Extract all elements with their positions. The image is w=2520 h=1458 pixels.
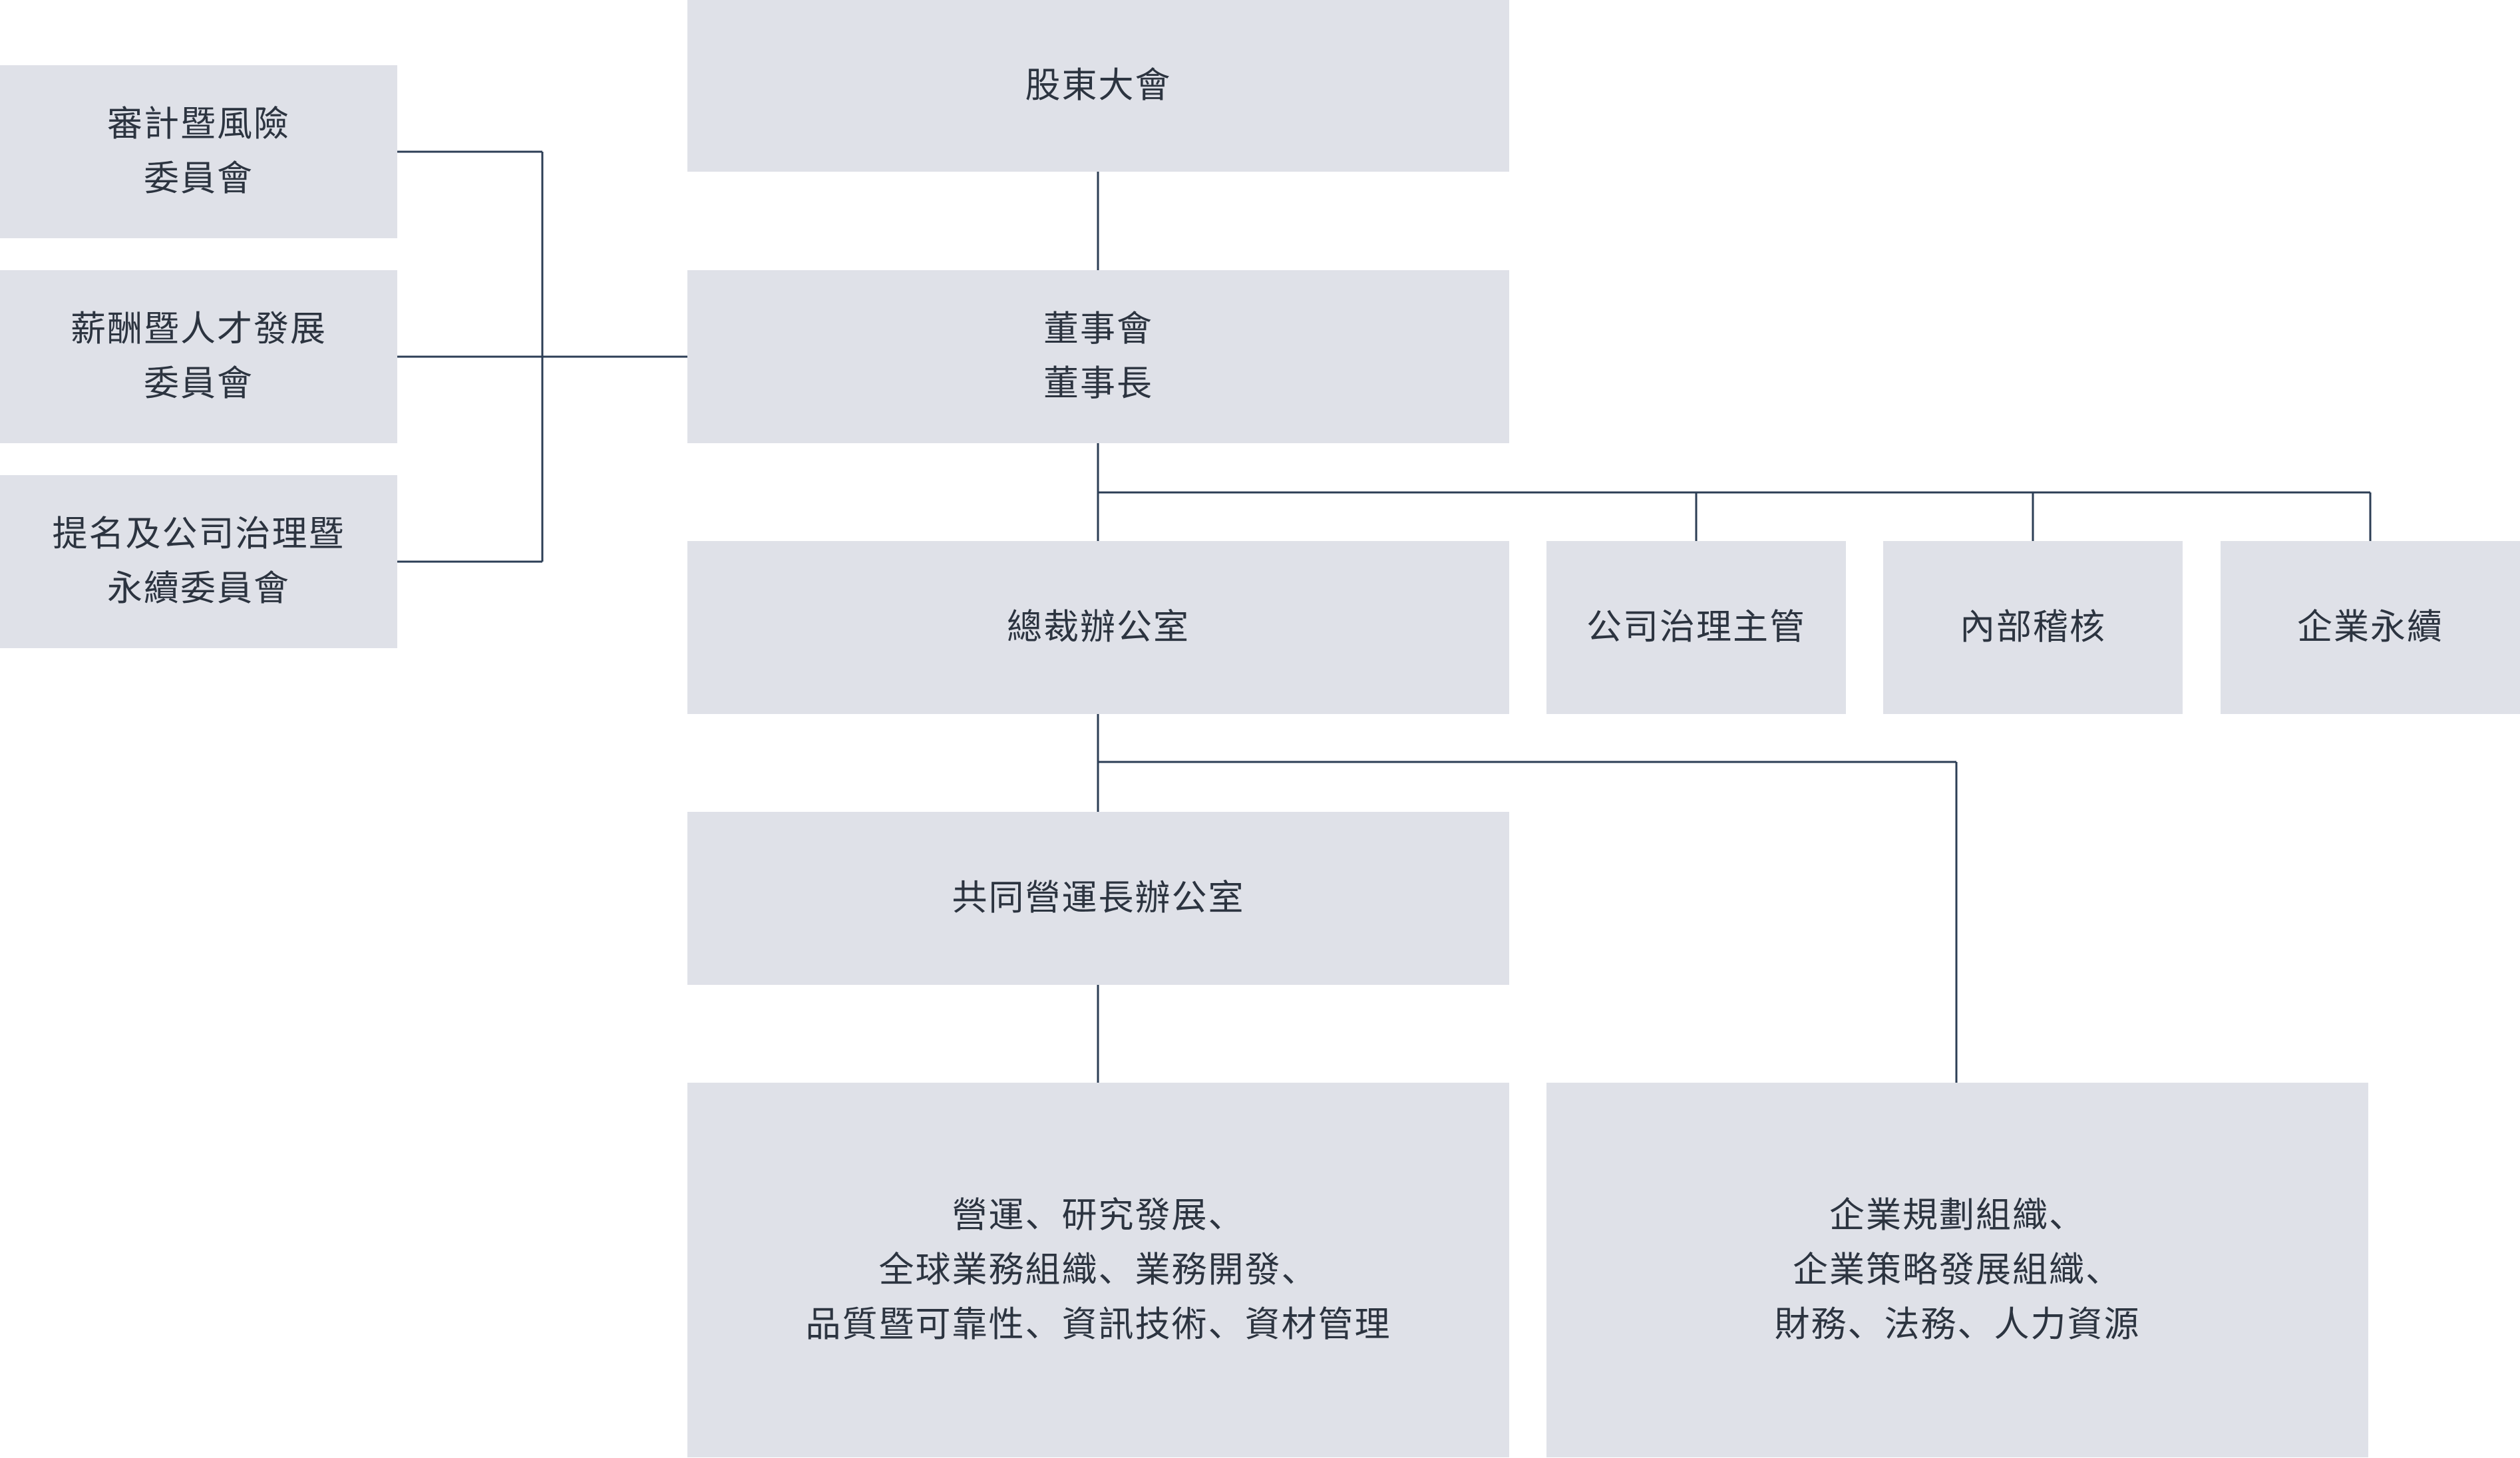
node-label: 委員會 (144, 158, 254, 199)
node-corporate-group: 企業規劃組織、 企業策略發展組織、 財務、法務、人力資源 (1546, 1083, 2368, 1457)
node-operations-group: 營運、研究發展、 全球業務組織、業務開發、 品質暨可靠性、資訊技術、資材管理 (687, 1083, 1509, 1457)
node-label: 企業策略發展組織、 (1793, 1249, 2122, 1290)
node-label: 薪酬暨人才發展 (71, 309, 327, 349)
node-label: 審計暨風險 (107, 104, 290, 144)
node-label: 企業規劃組織、 (1829, 1194, 2085, 1236)
node-label: 企業永續 (2297, 607, 2443, 647)
node-compensation-committee: 薪酬暨人才發展 委員會 (0, 270, 397, 443)
node-label: 董事會 (1043, 309, 1153, 349)
node-shareholders-meeting: 股東大會 (687, 0, 1509, 172)
node-nomination-governance-committee: 提名及公司治理暨 永續委員會 (0, 475, 397, 648)
node-audit-risk-committee: 審計暨風險 委員會 (0, 65, 397, 238)
node-president-office: 總裁辦公室 (687, 541, 1509, 714)
node-label: 全球業務組織、業務開發、 (878, 1249, 1318, 1290)
node-corporate-sustainability: 企業永續 (2221, 541, 2520, 714)
node-label: 公司治理主管 (1586, 607, 1806, 647)
node-label: 永續委員會 (107, 568, 290, 609)
node-board-of-directors: 董事會 董事長 (687, 270, 1509, 443)
node-governance-officer: 公司治理主管 (1546, 541, 1846, 714)
node-label: 內部稽核 (1960, 607, 2106, 647)
node-label: 提名及公司治理暨 (52, 514, 345, 554)
node-label: 委員會 (144, 363, 254, 404)
node-label: 股東大會 (1025, 65, 1172, 106)
node-label: 營運、研究發展、 (952, 1194, 1245, 1236)
node-label: 品質暨可靠性、資訊技術、資材管理 (805, 1304, 1391, 1345)
node-label: 董事長 (1043, 363, 1153, 404)
node-label: 共同營運長辦公室 (952, 878, 1245, 918)
node-co-coo-office: 共同營運長辦公室 (687, 812, 1509, 985)
node-label: 財務、法務、人力資源 (1774, 1304, 2141, 1345)
node-label: 總裁辦公室 (1007, 607, 1190, 647)
node-internal-audit: 內部稽核 (1883, 541, 2183, 714)
